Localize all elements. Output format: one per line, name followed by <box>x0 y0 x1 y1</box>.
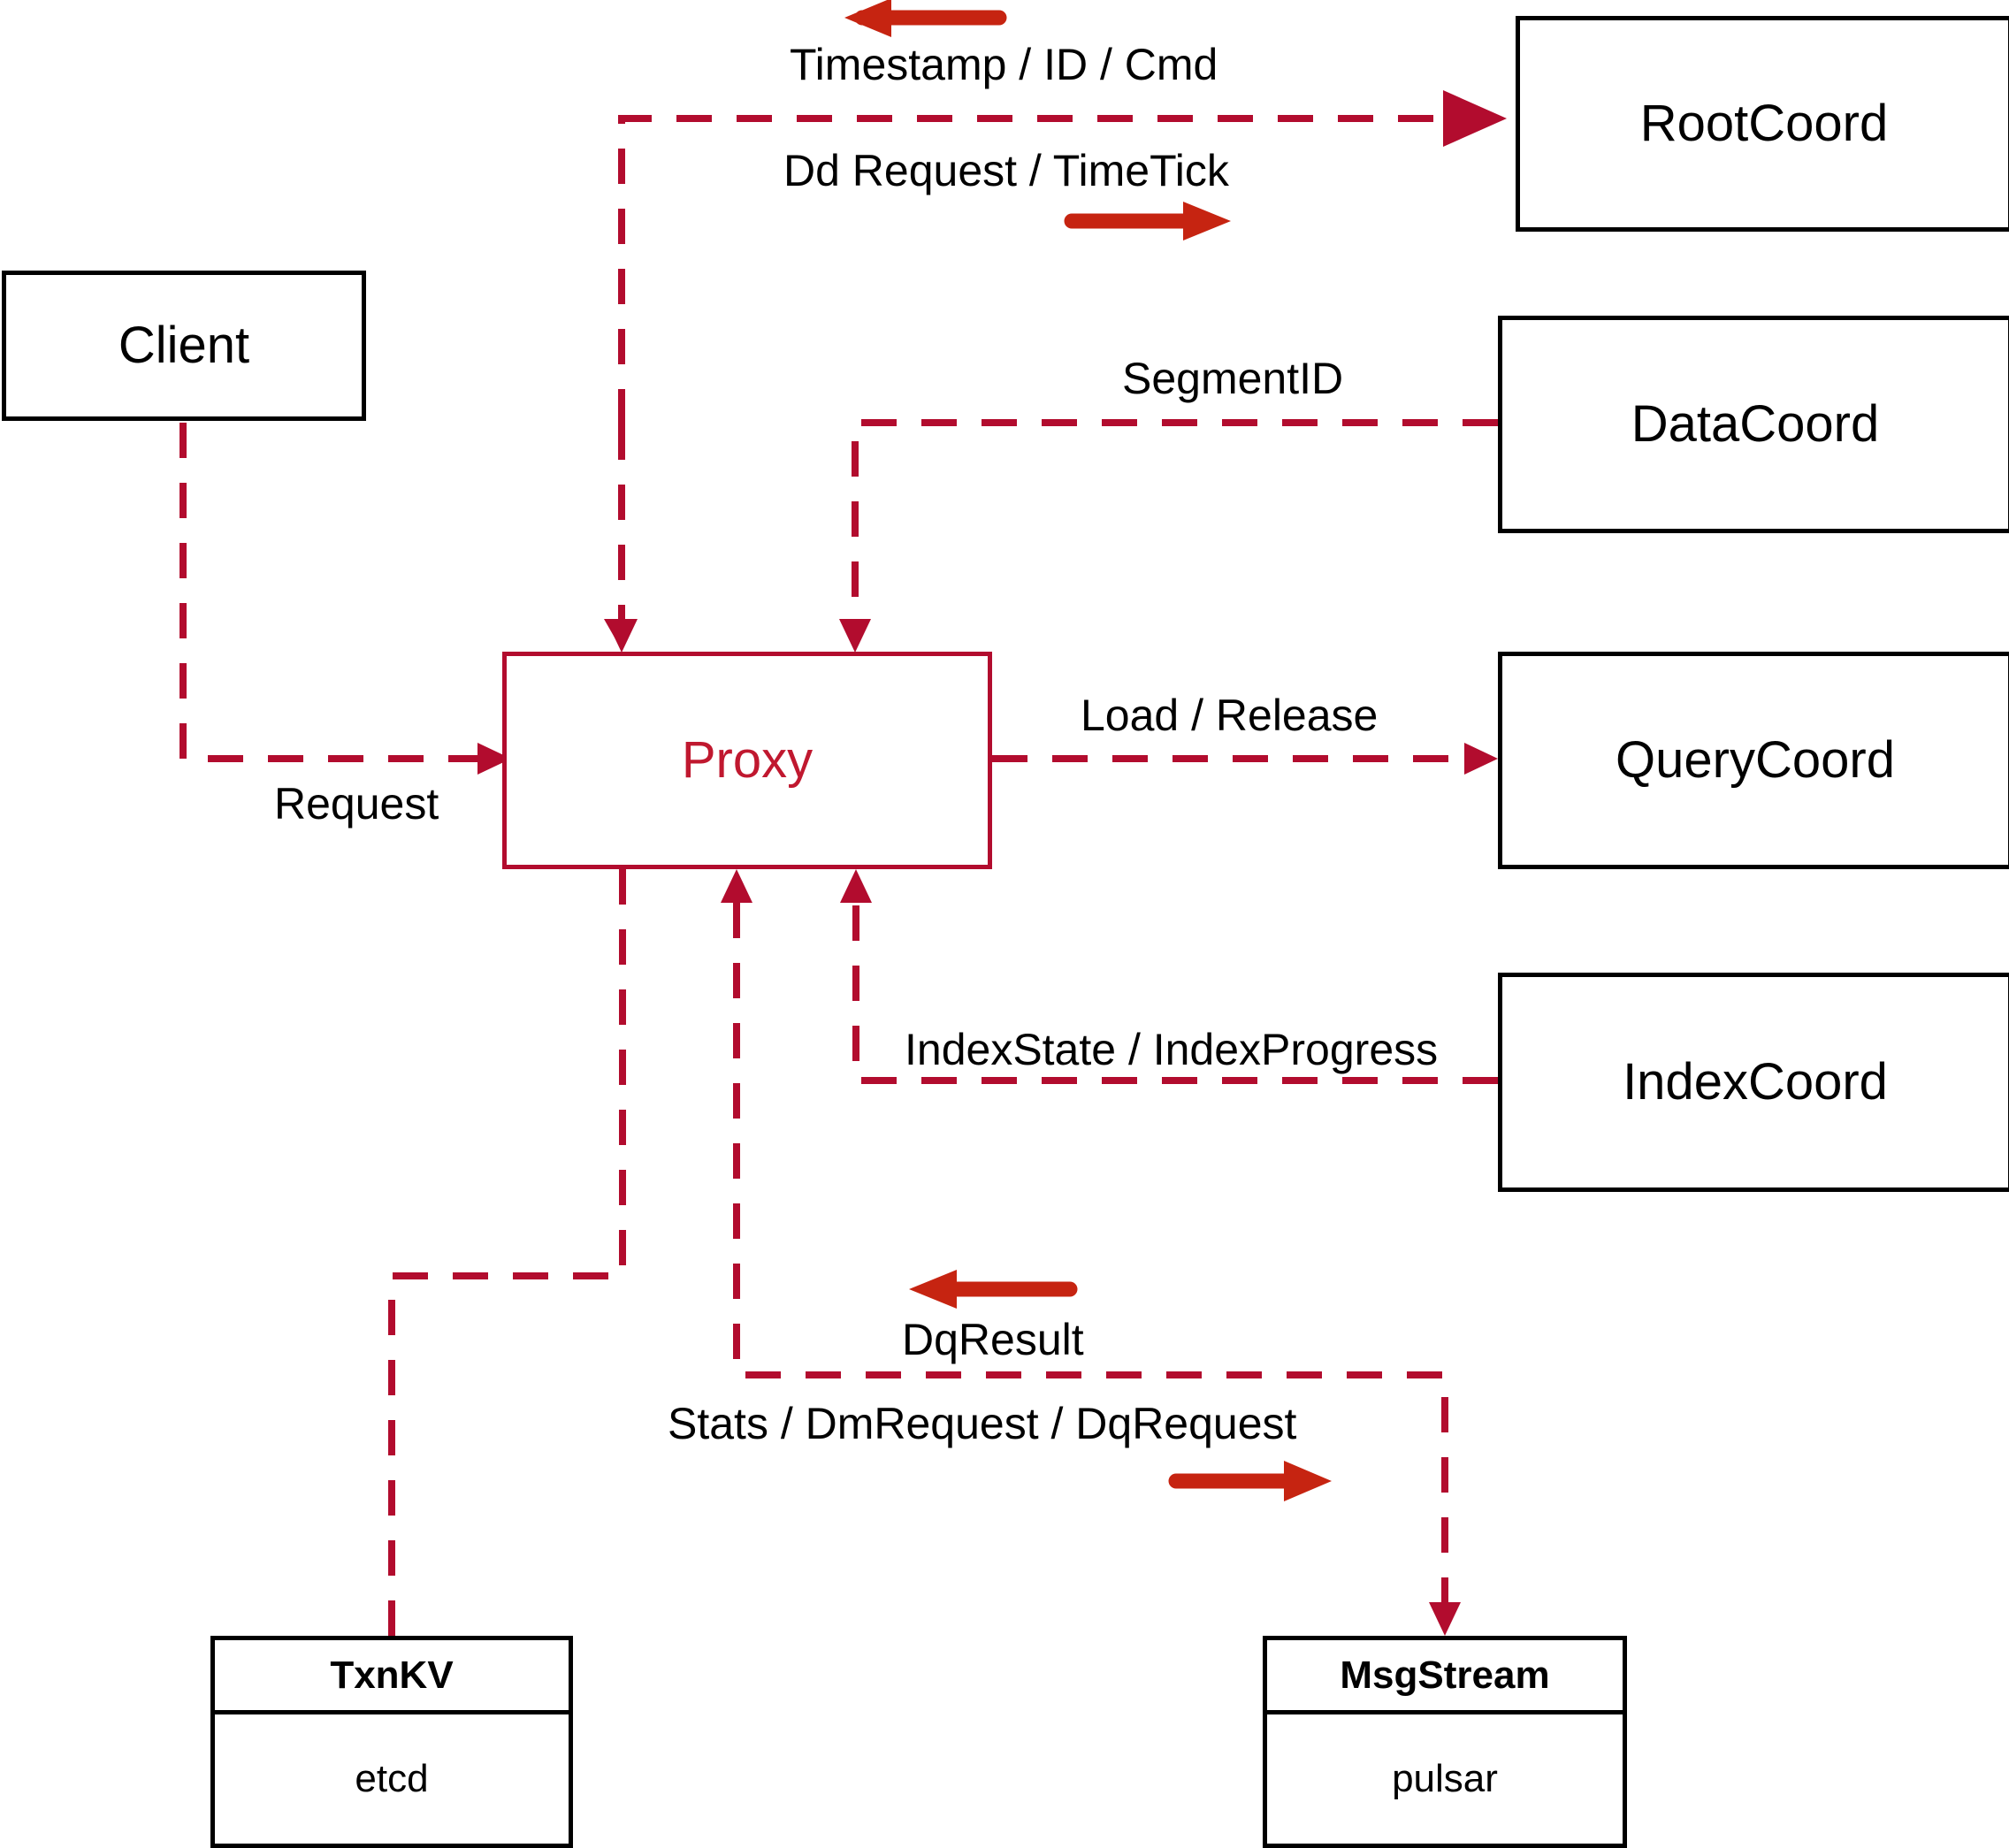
node-proxy-label: Proxy <box>681 731 814 789</box>
node-indexcoord-label: IndexCoord <box>1623 1053 1888 1111</box>
node-msgstream-header: MsgStream <box>1267 1640 1623 1714</box>
thick-arrow-right-stats <box>1168 1461 1332 1501</box>
thick-arrow-right-ddrequest <box>1064 202 1231 241</box>
node-querycoord[interactable]: QueryCoord <box>1498 652 2009 869</box>
edge-datacoord-to-proxy <box>839 419 1498 653</box>
edge-client-to-proxy <box>180 423 511 775</box>
node-datacoord[interactable]: DataCoord <box>1498 316 2009 533</box>
node-txnkv-header: TxnKV <box>215 1640 569 1714</box>
edge-proxy-to-txnkv <box>388 869 626 1636</box>
thick-arrow-left-dqresult <box>909 1270 1078 1309</box>
node-rootcoord-label: RootCoord <box>1639 95 1889 152</box>
thick-arrow-left-timestamp <box>844 0 1007 37</box>
node-txnkv[interactable]: TxnKV etcd <box>210 1636 573 1848</box>
node-datacoord-label: DataCoord <box>1631 395 1880 453</box>
edge-label-load-release: Load / Release <box>1081 691 1379 740</box>
node-querycoord-label: QueryCoord <box>1616 731 1895 789</box>
edge-label-request: Request <box>274 779 439 829</box>
node-indexcoord[interactable]: IndexCoord <box>1498 973 2009 1192</box>
edge-label-indexstate-indexprogress: IndexState / IndexProgress <box>905 1025 1439 1074</box>
node-msgstream[interactable]: MsgStream pulsar <box>1263 1636 1627 1848</box>
edge-label-stats-dmrequest-dqrequest: Stats / DmRequest / DqRequest <box>668 1399 1297 1448</box>
node-txnkv-body: etcd <box>355 1757 429 1800</box>
node-rootcoord[interactable]: RootCoord <box>1516 16 2009 232</box>
node-proxy[interactable]: Proxy <box>502 652 992 869</box>
edge-proxy-to-rootcoord <box>604 90 1507 653</box>
edge-proxy-to-querycoord <box>992 743 1498 775</box>
edge-indexcoord-to-proxy <box>840 869 1498 1084</box>
edge-proxy-to-msgstream <box>721 869 1461 1636</box>
node-client-label: Client <box>118 317 250 374</box>
edge-label-dqresult: DqResult <box>902 1315 1084 1364</box>
node-client[interactable]: Client <box>2 271 366 421</box>
edge-label-timestamp-id-cmd: Timestamp / ID / Cmd <box>790 40 1218 89</box>
edge-label-dd-request-timetick: Dd Request / TimeTick <box>783 146 1229 195</box>
edge-label-segmentid: SegmentID <box>1122 354 1344 403</box>
node-msgstream-body: pulsar <box>1392 1757 1498 1800</box>
